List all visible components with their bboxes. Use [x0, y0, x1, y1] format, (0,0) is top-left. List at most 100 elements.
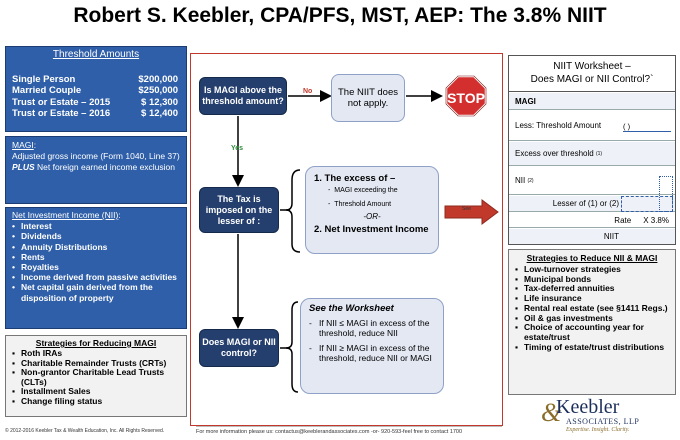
tax-imposed-lesser-box: The Tax is imposed on the lesser of : [199, 187, 279, 233]
worksheet-magi-label: MAGI [515, 96, 536, 106]
page-title: Robert S. Keebler, CPA/PFS, MST, AEP: Th… [73, 4, 607, 27]
yes-label: Yes [231, 145, 244, 152]
niit-worksheet-panel: NIIT Worksheet – Does MAGI or NII Contro… [508, 55, 676, 245]
worksheet-sup-1: (1) [595, 150, 603, 157]
magi-definition-panel: MAGI: Adjusted gross income (Form 1040, … [5, 136, 187, 204]
red-arrow-to-worksheet [444, 199, 499, 225]
strategies-left-heading: Strategies for Reducing MAGI [35, 338, 157, 348]
worksheet-bracket-highlight [659, 176, 673, 212]
question-magi-above-threshold: Is MAGI above the threshold amount? [199, 77, 287, 115]
nii-item: Annuity Distributions [12, 242, 180, 252]
worksheet-rate-label: Rate [614, 215, 632, 225]
copyright-notice: © 2012-2016 Keebler Tax & Wealth Educati… [5, 428, 165, 434]
niit-not-apply-box: The NIIT does not apply. [331, 74, 405, 122]
worksheet-row-niit: NIIT [509, 229, 675, 244]
stop-sign-text: STOP [447, 90, 485, 106]
strategy-item: Rental real estate (see §1411 Regs.) [515, 303, 669, 314]
worksheet-rule-2-text: If NII ≥ MAGI in excess of the threshold… [319, 342, 432, 364]
brace-excess [285, 169, 301, 253]
nii-item: Rents [12, 252, 180, 262]
worksheet-rate-value: X 3.8% [643, 215, 669, 225]
magi-plus: PLUS [12, 162, 35, 172]
contact-line: For more information please us: contactu… [196, 426, 502, 435]
worksheet-row-magi: MAGI [509, 93, 675, 110]
excess-sub-threshold: - Threshold Amount [328, 201, 392, 208]
strategy-item: Life insurance [515, 293, 669, 304]
lesser-of-options-box: 1. The excess of – - MAGI exceeding the … [305, 166, 439, 254]
worksheet-rule-1: -If NII ≤ MAGI in excess of the threshol… [309, 318, 435, 339]
brace-worksheet [285, 301, 299, 393]
nii-item: Net capital gain derived from the dispos… [12, 282, 180, 302]
threshold-value: $ 12,300 [141, 96, 178, 108]
worksheet-title-line2: Does MAGI or NII Control?` [530, 74, 654, 85]
worksheet-row-lesser: Lesser of (1) or (2) [509, 196, 675, 212]
magi-colon: : [33, 140, 37, 150]
nii-item: Royalties [12, 262, 180, 272]
worksheet-sup-2: (2) [527, 177, 534, 184]
threshold-label: Trust or Estate – 2016 [12, 107, 111, 119]
threshold-row: Single Person $200,000 [6, 74, 186, 85]
magi-heading: MAGI [12, 140, 34, 150]
excess-of-heading: 1. The excess of – [314, 173, 396, 184]
nii-heading: Net Investment Income (NII) [12, 210, 119, 220]
nii-definition-panel: Net Investment Income (NII): Interest Di… [5, 207, 187, 329]
threshold-value: $200,000 [138, 74, 178, 85]
question-magi-or-nii-control: Does MAGI or NII control? [199, 329, 279, 367]
or-divider: -OR- [363, 212, 381, 221]
strategies-right-heading: Strategies to Reduce NII & MAGI [526, 253, 658, 263]
strategy-item: Choice of accounting year for estate/tru… [515, 322, 669, 342]
threshold-value: $250,000 [138, 85, 178, 97]
logo-tagline: Expertise. Insight. Clarity. [566, 427, 630, 433]
excess-sub-magi: - MAGI exceeding the [328, 187, 398, 194]
see-label: See [462, 206, 471, 212]
net-investment-income-option: 2. Net Investment Income [314, 224, 429, 235]
logo-name: Keebler [556, 396, 620, 418]
threshold-label: Single Person [12, 74, 76, 85]
worksheet-less-threshold-label: Less: Threshold Amount [515, 121, 602, 130]
worksheet-threshold-input[interactable]: ( ) [623, 122, 671, 132]
nii-colon: : [118, 210, 121, 220]
strategy-item: Low-turnover strategies [515, 264, 669, 275]
strategy-item: Oil & gas investments [515, 313, 669, 324]
strategy-item: Charitable Remainder Trusts (CRTs) [12, 358, 180, 369]
no-label: No [303, 88, 313, 95]
threshold-label: Married Couple [12, 85, 82, 97]
worksheet-niit-label: NIIT [603, 232, 619, 241]
threshold-label: Trust or Estate – 2015 [12, 96, 111, 108]
strategies-reducing-magi-panel: Strategies for Reducing MAGI Roth IRAs C… [5, 335, 187, 417]
nii-item: Interest [12, 221, 180, 231]
threshold-value: $ 12,400 [141, 107, 178, 119]
worksheet-row-nii: NII (2) [509, 167, 675, 195]
logo-ampersand: & [541, 398, 562, 427]
worksheet-row-threshold: Less: Threshold Amount ( ) [509, 111, 675, 141]
worksheet-lesser-label: Lesser of (1) or (2) [552, 199, 619, 208]
strategies-reduce-nii-magi-panel: Strategies to Reduce NII & MAGI Low-turn… [508, 249, 676, 395]
nii-item: Income derived from passive activities [12, 272, 180, 282]
strategy-item: Tax-deferred annuities [515, 284, 669, 294]
strategy-item: Non-grantor Charitable Lead Trusts (CLTs… [12, 367, 180, 387]
worksheet-rule-1-text: If NII ≤ MAGI in excess of the threshold… [319, 317, 430, 339]
magi-line-foreign: Net foreign earned income exclusion [34, 162, 176, 172]
strategy-item: Roth IRAs [12, 348, 180, 359]
flowchart-frame [190, 53, 503, 426]
worksheet-rule-2: -If NII ≥ MAGI in excess of the threshol… [309, 343, 435, 364]
threshold-heading: Threshold Amounts [52, 49, 140, 60]
worksheet-row-excess: Excess over threshold (1) [509, 142, 675, 166]
strategy-item: Municipal bonds [515, 274, 669, 285]
worksheet-title-line1: NIIT Worksheet – [553, 61, 631, 72]
strategy-item: Change filing status [12, 396, 180, 407]
worksheet-row-rate: Rate X 3.8% [509, 213, 675, 228]
magi-line-agi: Adjusted gross income (Form 1040, Line 3… [12, 151, 180, 161]
excess-sub-magi-text: MAGI exceeding the [334, 187, 398, 194]
see-worksheet-heading: See the Worksheet [309, 303, 394, 314]
logo-associates: ASSOCIATES, LLP [566, 417, 640, 426]
threshold-row: Trust or Estate – 2015 $ 12,300 [6, 97, 186, 108]
worksheet-nii-label: NII [515, 176, 526, 185]
worksheet-title: NIIT Worksheet – Does MAGI or NII Contro… [509, 56, 675, 92]
nii-item: Dividends [12, 231, 180, 241]
threshold-row: Trust or Estate – 2016 $ 12,400 [6, 108, 186, 119]
stop-sign-outline [445, 75, 487, 117]
threshold-amounts-panel: Threshold Amounts Single Person$200,000 … [5, 46, 187, 132]
see-worksheet-box: See the Worksheet -If NII ≤ MAGI in exce… [300, 298, 444, 394]
